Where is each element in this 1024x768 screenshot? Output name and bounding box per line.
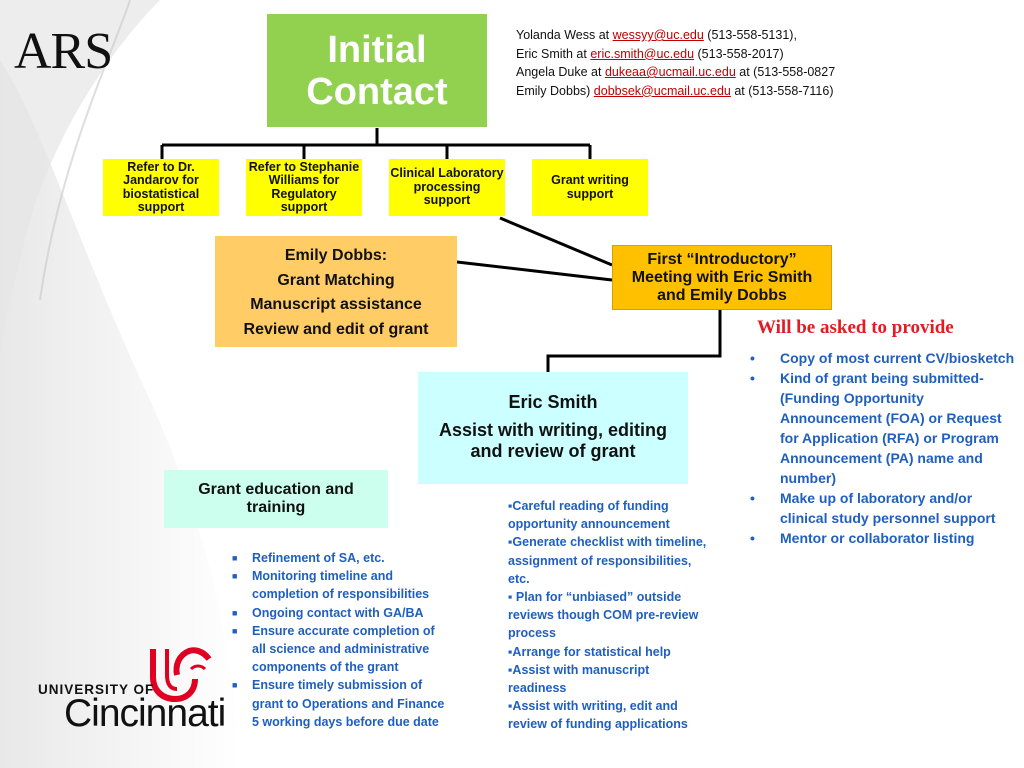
list-item: • Kind of grant being submitted- (Funding… bbox=[750, 368, 1015, 488]
list-item-text: Kind of grant being submitted- (Funding … bbox=[780, 370, 1002, 486]
contact-line: Eric Smith at eric.smith@uc.edu (513-558… bbox=[516, 45, 835, 64]
square-bullet-icon: ■ bbox=[232, 553, 238, 563]
list-item: ■ Ensure timely submission of grant to Op… bbox=[232, 676, 447, 731]
list-item: ▪Arrange for statistical help bbox=[508, 644, 671, 659]
box-text: Review and edit of grant bbox=[243, 320, 429, 338]
introductory-meeting-box: First “Introductory” Meeting with Eric S… bbox=[612, 245, 832, 310]
ars-title: ARS bbox=[14, 23, 113, 80]
box-text: and Emily Dobbs bbox=[657, 286, 787, 304]
contact-line: Angela Duke at dukeaa@ucmail.uc.edu at (… bbox=[516, 63, 835, 82]
list-item: ▪ Plan for “unbiased” outside reviews th… bbox=[508, 590, 699, 641]
box-text: Manuscript assistance bbox=[250, 296, 422, 313]
connector bbox=[499, 216, 613, 267]
contact-line: Yolanda Wess at wessyy@uc.edu (513-558-5… bbox=[516, 26, 835, 45]
initial-contact-box: Initial Contact bbox=[267, 14, 487, 127]
square-bullet-icon: ■ bbox=[232, 680, 238, 691]
list-item-text: Monitoring timeline and completion of re… bbox=[252, 569, 430, 602]
list-item: ■ Ensure accurate completion of all scien… bbox=[232, 622, 447, 677]
list-item-text: Copy of most current CV/biosketch bbox=[780, 350, 1015, 366]
box-text: training bbox=[246, 499, 306, 516]
box-text: support bbox=[280, 200, 328, 214]
email-link[interactable]: dobbsek@ucmail.uc.edu bbox=[593, 83, 731, 98]
box-text: Refer to Dr. bbox=[127, 159, 195, 174]
list-item: ■ Monitoring timeline and completion of r… bbox=[232, 567, 447, 603]
box-text: support bbox=[137, 200, 185, 214]
initial-contact-line2: Contact bbox=[306, 70, 448, 113]
square-bullet-icon: ■ bbox=[232, 607, 238, 618]
will-be-asked-heading: Will be asked to provide bbox=[757, 317, 954, 338]
bullet-icon: • bbox=[750, 370, 755, 386]
square-bullet-icon: ■ bbox=[232, 571, 238, 582]
bullet-icon: • bbox=[750, 350, 755, 366]
grant-education-box: Grant education and training bbox=[164, 470, 388, 528]
bullet-icon: • bbox=[750, 490, 755, 506]
contact-name: Angela Duke at bbox=[516, 65, 605, 79]
list-item-text: Refinement of SA, etc. bbox=[252, 551, 385, 565]
bullet-icon: • bbox=[750, 530, 755, 546]
eric-smith-box: Eric Smith Assist with writing, editing … bbox=[418, 372, 688, 484]
square-bullet-icon: ■ bbox=[232, 625, 238, 636]
box-text: Refer to Stephanie bbox=[248, 159, 360, 174]
box-text: First “Introductory” bbox=[647, 250, 797, 268]
list-item-text: Make up of laboratory and/or clinical st… bbox=[780, 490, 996, 526]
box-text: support bbox=[423, 193, 471, 208]
contact-phone: (513-558-2017) bbox=[694, 46, 784, 61]
connector bbox=[546, 310, 722, 372]
provide-list: • Copy of most current CV/biosketch • Kind… bbox=[750, 348, 1015, 548]
list-item: ▪Assist with manuscript readiness bbox=[508, 662, 650, 696]
contact-name: Yolanda Wess at bbox=[516, 28, 613, 42]
list-item-text: Ongoing contact with GA/BA bbox=[252, 605, 424, 620]
box-text: Jandarov for bbox=[123, 173, 199, 187]
box-title: Eric Smith bbox=[508, 392, 598, 412]
uc-university-of: UNIVERSITY OF bbox=[38, 682, 155, 697]
list-item: • Copy of most current CV/biosketch bbox=[750, 348, 1015, 368]
box-text: and review of grant bbox=[470, 441, 636, 461]
contact-phone: at (513-558-0827 bbox=[735, 65, 836, 79]
email-link[interactable]: dukeaa@ucmail.uc.edu bbox=[604, 65, 736, 79]
contact-line: Emily Dobbs) dobbsek@ucmail.uc.edu at (5… bbox=[516, 82, 835, 101]
list-item: ▪Assist with writing, edit and review of… bbox=[508, 699, 688, 732]
clinical-lab-box: Clinical Laboratory processing support bbox=[389, 159, 505, 216]
box-text: Grant writing bbox=[551, 173, 629, 187]
list-item: • Mentor or collaborator listing bbox=[750, 528, 1015, 548]
box-text: Grant Matching bbox=[277, 271, 395, 289]
box-text: Meeting with Eric Smith bbox=[631, 268, 813, 286]
eric-task-list: ▪Careful reading of funding opportunity … bbox=[508, 497, 708, 734]
referral-box-biostatistics: Refer to Dr. Jandarov for biostatistical… bbox=[103, 159, 219, 216]
uc-logo-icon bbox=[150, 647, 212, 703]
box-text: Regulatory bbox=[271, 186, 337, 201]
grant-writing-box: Grant writing support bbox=[532, 159, 648, 216]
box-text: support bbox=[566, 186, 614, 201]
contact-list: Yolanda Wess at wessyy@uc.edu (513-558-5… bbox=[516, 26, 835, 100]
initial-contact-line1: Initial bbox=[327, 28, 427, 71]
box-text: Assist with writing, editing bbox=[438, 420, 667, 440]
email-link[interactable]: eric.smith@uc.edu bbox=[590, 46, 695, 61]
list-item: ▪Careful reading of funding opportunity … bbox=[508, 499, 670, 532]
contact-name: Eric Smith at bbox=[516, 46, 591, 61]
box-text: processing bbox=[413, 179, 481, 194]
connector bbox=[456, 260, 613, 282]
box-text: Williams for bbox=[268, 173, 340, 187]
list-item: ■ Ongoing contact with GA/BA bbox=[232, 604, 447, 622]
uc-cincinnati: Cincinnati bbox=[64, 692, 226, 735]
box-text: Emily Dobbs: bbox=[284, 247, 388, 264]
list-item-text: Ensure timely submission of grant to Ope… bbox=[252, 678, 445, 729]
list-item-text: Mentor or collaborator listing bbox=[780, 530, 975, 546]
box-text: biostatistical bbox=[122, 186, 200, 201]
list-item: ■ Refinement of SA, etc. bbox=[232, 549, 447, 567]
referral-box-regulatory: Refer to Stephanie Williams for Regulato… bbox=[246, 159, 362, 216]
contact-phone: (513-558-5131), bbox=[703, 28, 797, 42]
list-item-text: Ensure accurate completion of all scienc… bbox=[252, 623, 435, 675]
emily-dobbs-box: Emily Dobbs: Grant Matching Manuscript a… bbox=[215, 236, 457, 347]
email-link[interactable]: wessyy@uc.edu bbox=[612, 28, 704, 42]
contact-phone: at (513-558-7116) bbox=[730, 83, 834, 98]
list-item: ▪Generate checklist with timeline, assig… bbox=[508, 535, 707, 586]
box-text: Clinical Laboratory bbox=[390, 166, 504, 181]
contact-name: Emily Dobbs) bbox=[516, 83, 594, 98]
box-text: Grant education and bbox=[198, 481, 354, 498]
education-list: ■ Refinement of SA, etc. ■ Monitoring time… bbox=[232, 549, 447, 731]
list-item: • Make up of laboratory and/or clinical s… bbox=[750, 488, 1015, 528]
